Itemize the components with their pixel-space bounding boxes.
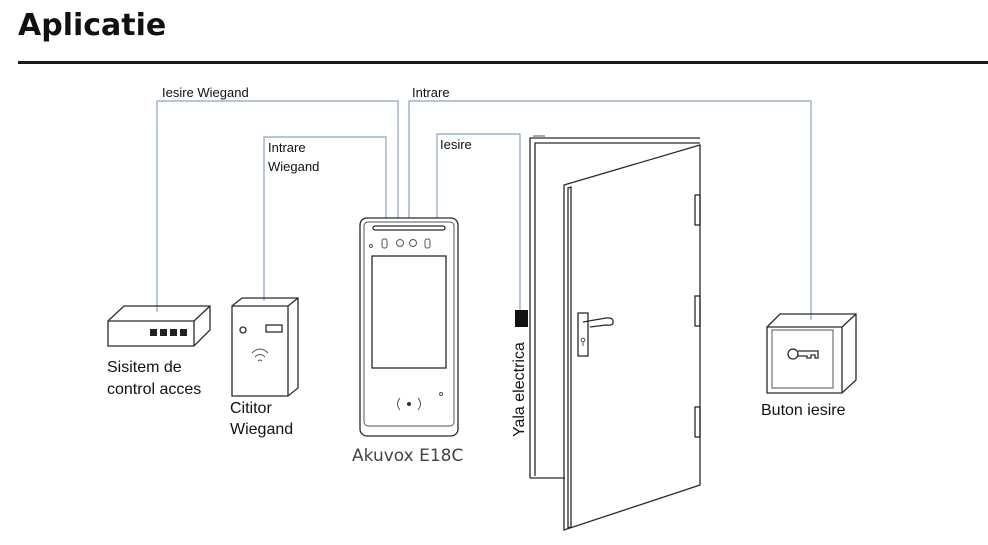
wiegand-output-wire: [156, 100, 399, 312]
reader-label-line1: Cititor: [230, 400, 272, 417]
output-wire: [436, 133, 521, 310]
output-label: Iesire: [440, 137, 472, 152]
wiegand-input-wire: [263, 136, 387, 301]
reader-label-line2: Wiegand: [230, 421, 293, 438]
electric-lock: [515, 310, 528, 327]
electric-lock-label: Yala electrica: [511, 342, 528, 437]
exit-button-label: Buton iesire: [761, 402, 846, 419]
door-frame: [529, 135, 700, 479]
input-wire: [408, 100, 812, 320]
header-divider: [18, 61, 988, 64]
wiegand-input-label-line2: Wiegand: [268, 159, 319, 174]
access-control-label-line2: control acces: [107, 381, 201, 398]
access-control-label-line1: Sisitem de: [107, 359, 182, 376]
door: [563, 144, 701, 531]
input-label: Intrare: [412, 85, 450, 100]
page-title: Aplicatie: [18, 8, 167, 43]
wiegand-output-label: Iesire Wiegand: [162, 85, 249, 100]
wiegand-reader-device: [231, 297, 299, 397]
key-icon: [787, 348, 819, 360]
access-control-device: [107, 305, 211, 347]
door-handle: [577, 312, 614, 357]
wiegand-input-label-line1: Intrare: [268, 140, 306, 155]
intercom-label: Akuvox E18C: [352, 446, 463, 466]
exit-button-device: [766, 313, 857, 394]
intercom-device: [359, 217, 459, 437]
